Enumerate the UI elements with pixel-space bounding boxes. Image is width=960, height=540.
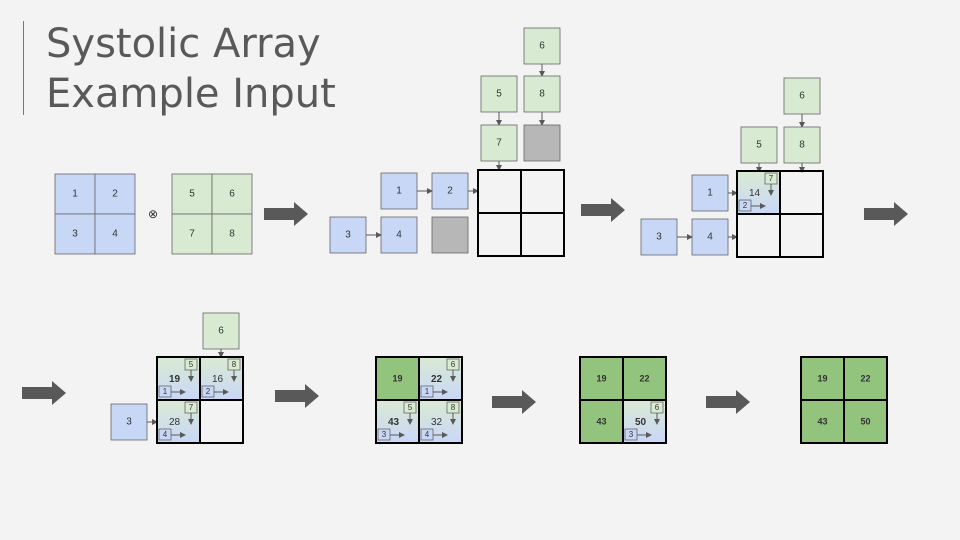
step1-left-input-1: [380, 172, 418, 210]
step3-pe-cell-2-value: 16: [212, 374, 224, 385]
step5-pe-cell-1-bg: [580, 357, 623, 400]
result-cell-4-bg: [844, 400, 887, 443]
step3-pe-cell-1-left-input-label: 1: [163, 387, 168, 396]
step3-pe-cell-3-top-input-label: 7: [189, 403, 194, 412]
step5-pe-cell-4-top-input-label: 6: [655, 403, 660, 412]
flow-arrow-1: [264, 202, 308, 226]
step3-pe-cell-3-left-input-label: 4: [163, 430, 168, 439]
flow-arrow-3: [864, 202, 908, 226]
result-cell-1-value: 19: [817, 374, 827, 384]
step2-pe-cell-value: 14: [749, 188, 761, 199]
step1-left-input-3: [329, 216, 367, 254]
step2-pe-cell-left-input-label: 2: [743, 201, 748, 210]
matrix-a-cell-1: [54, 173, 96, 215]
step3-pe-cell-2-top-input-label: 8: [232, 360, 237, 369]
title-accent-bar: [23, 21, 24, 115]
step5-pe-cell-2-value: 22: [639, 374, 649, 384]
step5-pe-cell-3-bg: [580, 400, 623, 443]
multiply-sign: ⊗: [148, 207, 158, 221]
flow-arrow-4: [22, 381, 66, 405]
step2-top-input-6: [783, 77, 821, 115]
step5-pe-cell-1-value: 19: [596, 374, 606, 384]
flow-arrow-2: [581, 198, 625, 222]
step1-top-input-6-label: 6: [539, 41, 545, 52]
step3-left-input-3-label: 3: [126, 417, 132, 428]
matrix-b-cell-3: [171, 213, 213, 255]
step5-pe-cell-4-value: 50: [635, 417, 647, 428]
result-cell-4-value: 50: [860, 417, 870, 427]
step1-left-input-4: [380, 216, 418, 254]
step4-pe-cell-4-value: 32: [431, 417, 443, 428]
title-line-1: Systolic Array: [46, 21, 321, 67]
step4-pe-cell-1-bg: [376, 357, 419, 400]
step2-left-input-4: [691, 218, 729, 256]
step2-left-input-4-label: 4: [707, 232, 713, 243]
step1-top-input-5-label: 5: [496, 89, 502, 100]
step4-pe-cell-3-left-input-label: 3: [382, 430, 387, 439]
step3-pe-cell-1-value: 19: [169, 374, 181, 385]
result-cell-2-value: 22: [860, 374, 870, 384]
step1-top-input-7-label: 7: [496, 138, 502, 149]
step1-top-input-8: [523, 75, 561, 113]
step1-top-input-7: [480, 124, 518, 162]
step3-top-input-6-label: 6: [218, 326, 224, 337]
matrix-a-cell-2: [94, 173, 136, 215]
slide-title: Systolic Array Example Input: [46, 19, 336, 119]
step3-pe-cell-2-left-input-label: 2: [206, 387, 211, 396]
step1-gray-pad-top: [523, 124, 561, 162]
flow-arrow-5: [275, 384, 319, 408]
flow-arrow-6: [492, 390, 536, 414]
step4-pe-cell-3-value: 43: [388, 417, 400, 428]
step2-top-input-5-label: 5: [756, 140, 762, 151]
matrix-b-cell-3-label: 7: [189, 229, 195, 240]
matrix-a-cell-4: [94, 213, 136, 255]
step2-left-input-1-label: 1: [707, 188, 713, 199]
matrix-a-cell-4-label: 4: [112, 229, 118, 240]
matrix-b-cell-1-label: 5: [189, 189, 195, 200]
matrix-a-cell-1-label: 1: [72, 189, 78, 200]
step4-pe-cell-4-top-input-label: 8: [451, 403, 456, 412]
matrix-b-cell-4: [211, 213, 253, 255]
step1-top-input-8-label: 8: [539, 89, 545, 100]
step2-top-input-6-label: 6: [799, 91, 805, 102]
flow-arrow-7: [706, 390, 750, 414]
step2-top-input-8: [783, 126, 821, 164]
step5-pe-cell-3-value: 43: [596, 417, 606, 427]
matrix-a-cell-2-label: 2: [112, 189, 118, 200]
step1-left-input-2-label: 2: [447, 186, 453, 197]
result-cell-1-bg: [801, 357, 844, 400]
title-line-2: Example Input: [46, 71, 336, 117]
result-cell-3-bg: [801, 400, 844, 443]
step1-gray-pad-left: [431, 216, 469, 254]
step5-pe-cell-2-bg: [623, 357, 666, 400]
step5-pe-cell-4-left-input-label: 3: [629, 430, 634, 439]
step2-left-input-3-label: 3: [656, 232, 662, 243]
matrix-a-cell-3: [54, 213, 96, 255]
step3-pe-cell-3-value: 28: [169, 417, 181, 428]
step2-pe-cell-top-input-label: 7: [769, 174, 774, 183]
matrix-b-cell-2: [211, 173, 253, 215]
step2-left-input-1: [691, 174, 729, 212]
matrix-b-cell-1: [171, 173, 213, 215]
matrix-a-cell-3-label: 3: [72, 229, 78, 240]
step4-pe-cell-2-top-input-label: 6: [451, 360, 456, 369]
step1-left-input-1-label: 1: [396, 186, 402, 197]
step3-pe-cell-1-top-input-label: 5: [189, 360, 194, 369]
step1-left-input-3-label: 3: [345, 230, 351, 241]
step4-pe-cell-4-left-input-label: 4: [425, 430, 430, 439]
step4-pe-cell-3-top-input-label: 5: [408, 403, 413, 412]
matrix-b-cell-2-label: 6: [229, 189, 235, 200]
result-cell-3-value: 43: [817, 417, 827, 427]
result-cell-2-bg: [844, 357, 887, 400]
step4-pe-cell-2-value: 22: [431, 374, 443, 385]
step4-pe-cell-1-value: 19: [392, 374, 402, 384]
matrix-b-cell-4-label: 8: [229, 229, 235, 240]
step2-top-input-8-label: 8: [799, 140, 805, 151]
step1-left-input-4-label: 4: [396, 230, 402, 241]
step2-top-input-5: [740, 126, 778, 164]
step4-pe-cell-2-left-input-label: 1: [425, 387, 430, 396]
